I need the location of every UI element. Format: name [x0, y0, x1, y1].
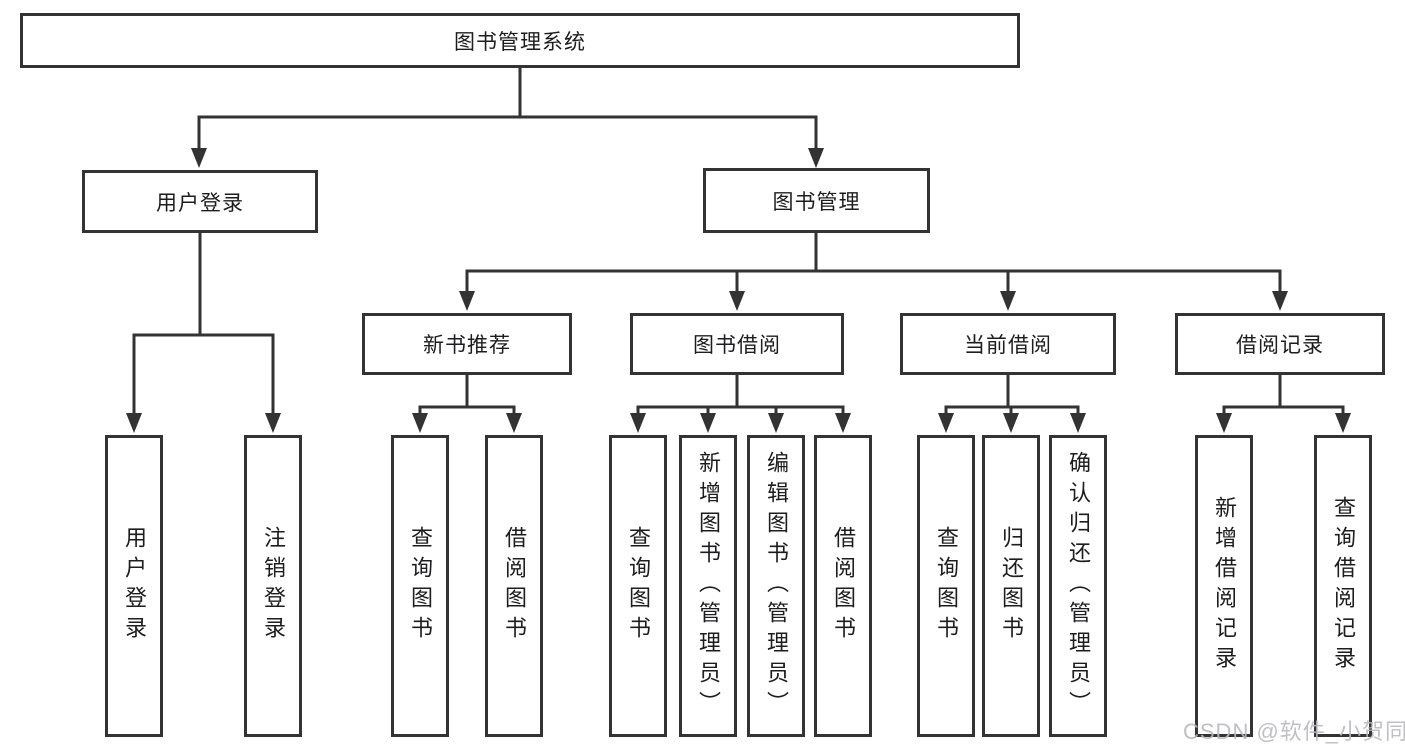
node-borrow-records: 借阅记录 [1175, 313, 1385, 375]
leaf-add-books-admin: 新增图书（管理员） [679, 435, 737, 737]
leaf-borrow-books-recommend: 借阅图书 [485, 435, 543, 737]
leaf-query-books-borrow: 查询图书 [609, 435, 667, 737]
leaf-query-borrow-record: 查询借阅记录 [1314, 435, 1372, 737]
node-current-borrow: 当前借阅 [900, 313, 1116, 375]
csdn-watermark: CSDN @软件_小贺同学 [1183, 719, 1405, 744]
leaf-query-books-recommend: 查询图书 [391, 435, 449, 737]
leaf-add-borrow-record: 新增借阅记录 [1195, 435, 1253, 737]
node-book-borrow: 图书借阅 [630, 313, 844, 375]
leaf-return-books: 归还图书 [982, 435, 1040, 737]
leaf-logout-login: 注销登录 [244, 435, 302, 737]
node-new-book-recommend: 新书推荐 [362, 313, 572, 375]
leaf-borrow-books: 借阅图书 [814, 435, 872, 737]
node-user-login: 用户登录 [82, 170, 318, 233]
node-root: 图书管理系统 [20, 13, 1020, 68]
leaf-user-login: 用户登录 [105, 435, 163, 737]
leaf-confirm-return-admin: 确认归还（管理员） [1049, 435, 1107, 737]
leaf-query-books-current: 查询图书 [917, 435, 975, 737]
node-book-management: 图书管理 [703, 168, 930, 233]
leaf-edit-books-admin: 编辑图书（管理员） [747, 435, 805, 737]
